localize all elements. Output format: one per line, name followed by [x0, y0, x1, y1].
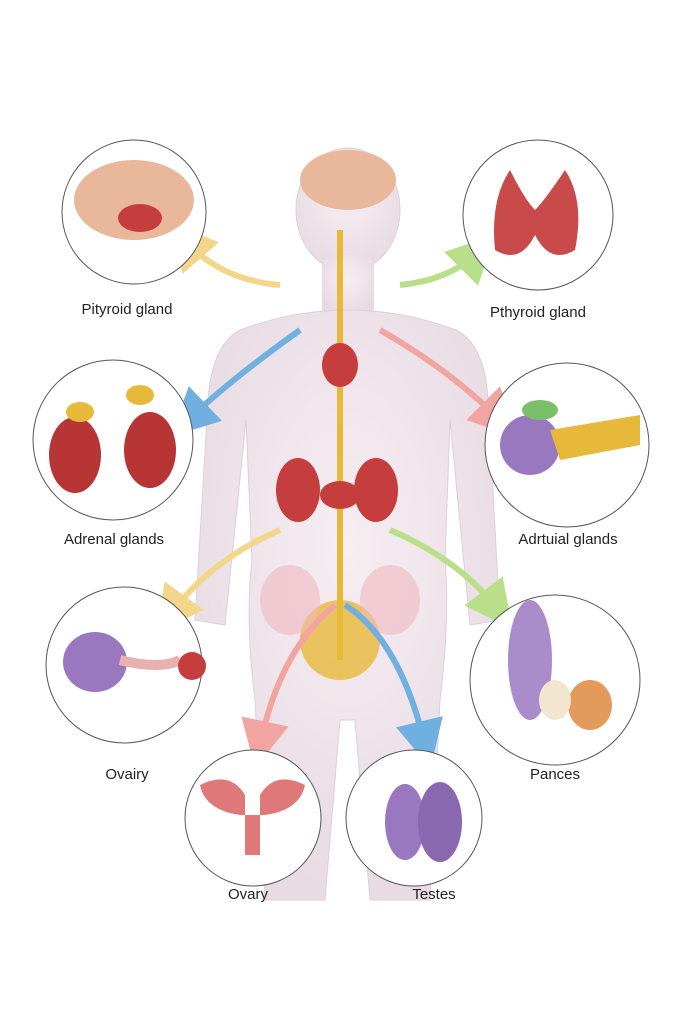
label-bottom-right: Testes [412, 886, 456, 903]
label-mid-left: Adrenal glands [63, 531, 165, 548]
label-low-left: Ovairy [105, 766, 149, 783]
label-top-right: Pthyroid gland [490, 304, 586, 321]
label-bottom-left: Ovary [227, 886, 269, 903]
label-low-right: Pances [529, 766, 581, 783]
brain [300, 150, 396, 210]
arrows [155, 221, 517, 769]
heart [322, 343, 358, 387]
label-mid-right: Adrtuial glands [518, 531, 618, 548]
label-top-left: Pityroid gland [81, 301, 173, 318]
organ-images [49, 160, 640, 862]
